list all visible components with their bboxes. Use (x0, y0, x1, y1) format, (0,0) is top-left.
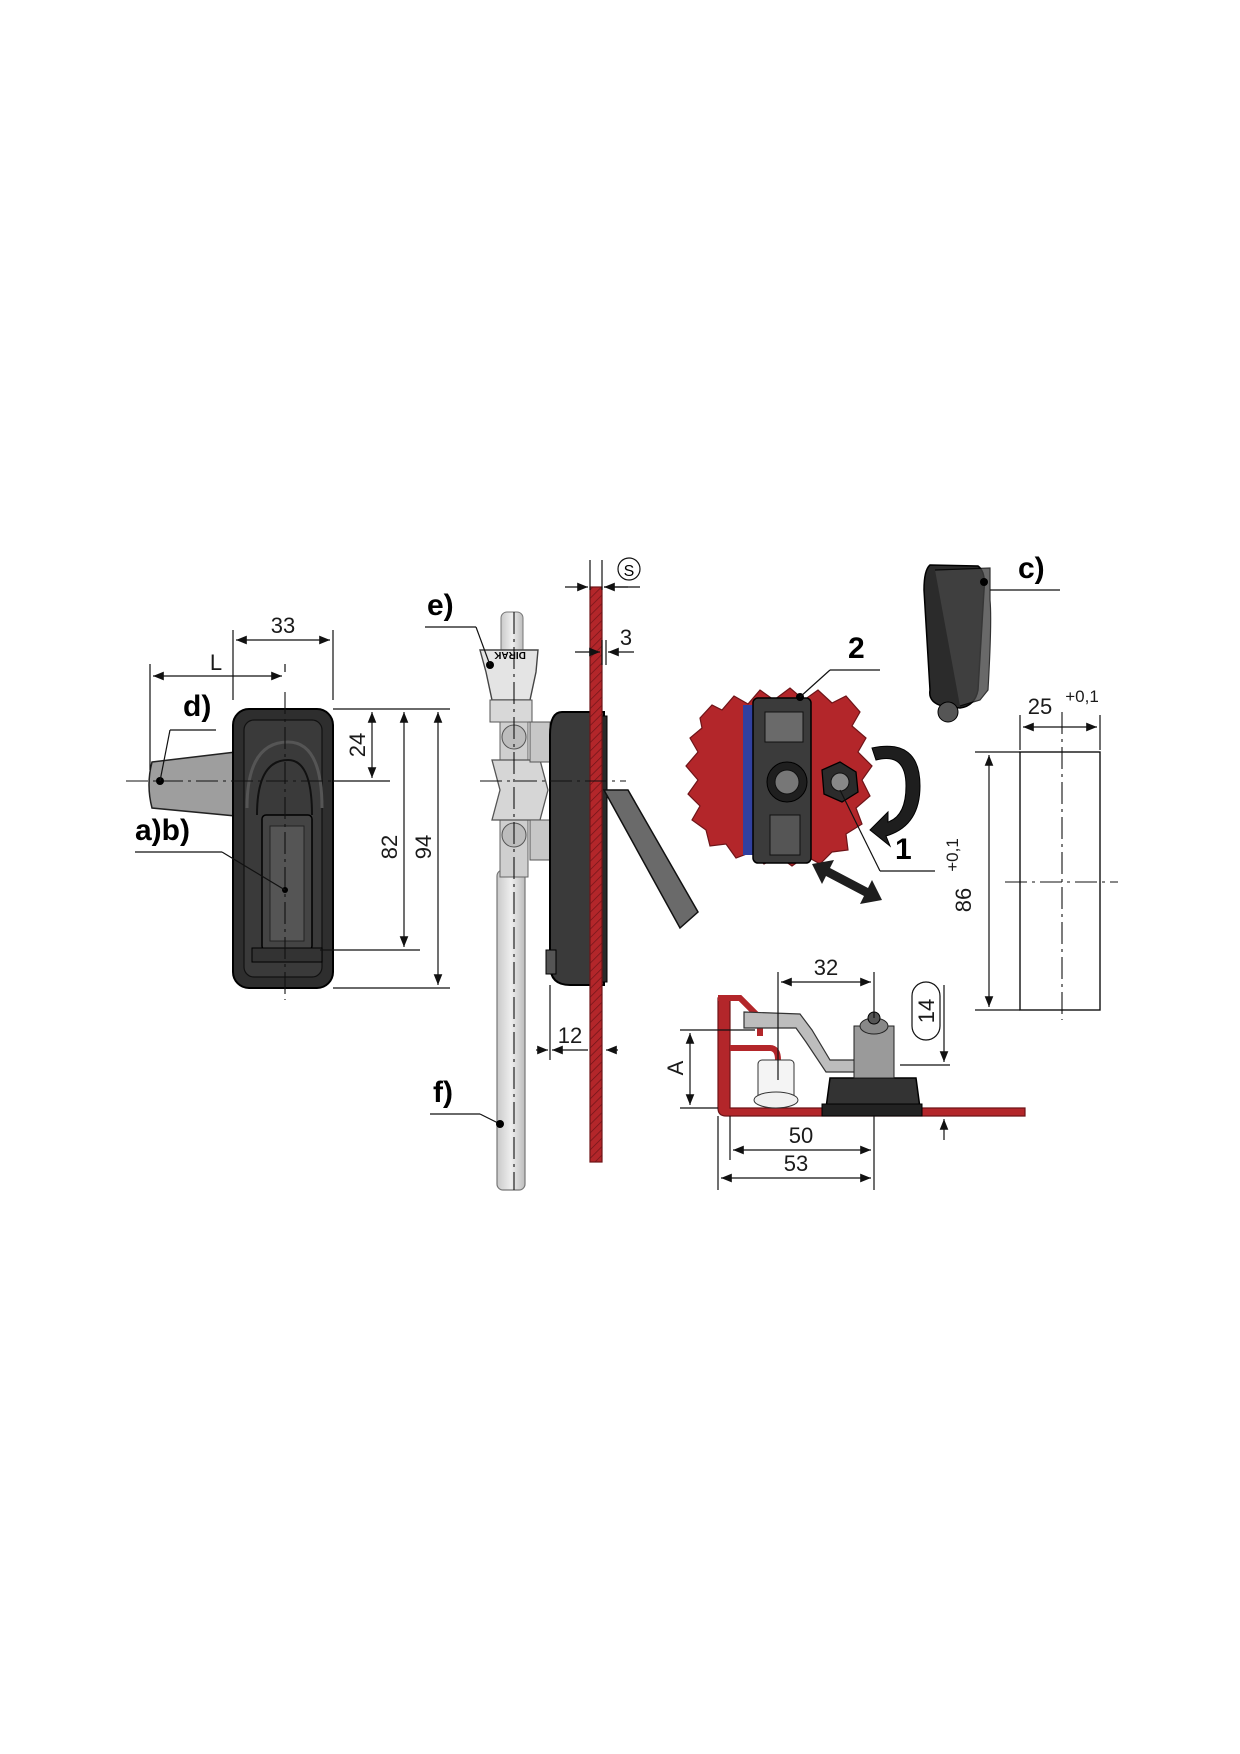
step-1-label: 1 (895, 833, 912, 866)
label-d: d) (183, 690, 211, 723)
label-f: f) (433, 1076, 453, 1109)
step-2-label: 2 (848, 632, 865, 665)
front-view: 33 L d) a)b) 24 82 94 (126, 613, 450, 1000)
swung-handle (602, 789, 699, 930)
dim-32: 32 (814, 955, 838, 980)
dim-height-86-tolerance: +0,1 (943, 838, 962, 872)
label-c: c) (1018, 552, 1045, 585)
label-e: e) (427, 589, 454, 622)
door-frame-section (717, 997, 1026, 1117)
dim-14: 14 (914, 999, 939, 1023)
cutout-outline (1019, 751, 1101, 1011)
dim-53: 53 (784, 1151, 808, 1176)
rotate-arrow-icon (869, 745, 921, 848)
dim-h-94: 94 (411, 835, 436, 859)
dim-width-25: 25 (1028, 694, 1052, 719)
installation-detail: 2 1 (685, 632, 935, 904)
panel-cutout: 25 +0,1 86 +0,1 (943, 687, 1118, 1020)
dim-a: A (663, 1060, 688, 1075)
dim-height-86: 86 (951, 888, 976, 912)
dim-3: 3 (620, 625, 632, 650)
dim-l: L (210, 650, 222, 675)
cover-cap: c) (923, 552, 1060, 723)
mounted-section: 32 14 A 50 53 (663, 955, 1026, 1190)
dim-s: S (624, 563, 635, 580)
side-view: DIRAK S 3 (425, 557, 699, 1191)
dim-h-24: 24 (345, 733, 370, 757)
door-panel-section (589, 586, 603, 1163)
label-a-b: a)b) (135, 814, 190, 847)
dim-50: 50 (789, 1123, 813, 1148)
dirak-logo-text: DIRAK (493, 649, 525, 660)
dim-12: 12 (558, 1023, 582, 1048)
dim-width-33: 33 (271, 613, 295, 638)
dim-h-82: 82 (377, 835, 402, 859)
dim-width-25-tolerance: +0,1 (1065, 687, 1099, 706)
push-arrow-icon (812, 860, 882, 904)
rod (496, 869, 526, 1191)
